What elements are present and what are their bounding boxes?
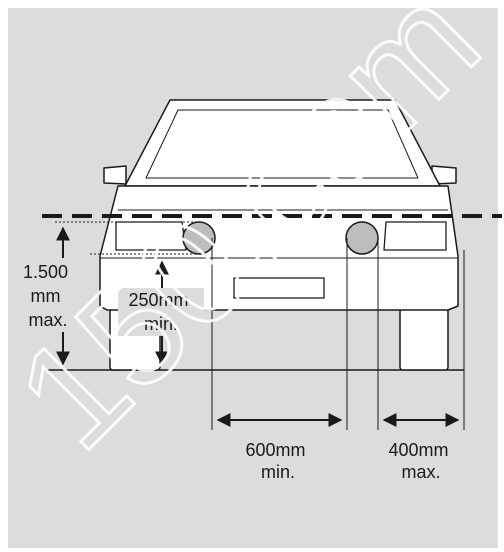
height-min-label-line1: 250mm (128, 290, 188, 310)
left-mirror (103, 165, 127, 185)
height-max-label-line1: 1.500 (23, 262, 68, 282)
side-max-label-line1: 400mm (388, 440, 448, 460)
car-body (99, 185, 459, 311)
height-min-label-bg (118, 288, 204, 336)
height-max-label-line3: max. (28, 310, 67, 330)
height-max-label: 1.500 mm max. (23, 262, 73, 330)
height-min-label: 250mm min. (128, 290, 193, 334)
side-max-label: 400mm max. (388, 440, 453, 482)
gap-min-label: 600mm min. (245, 440, 310, 482)
gap-min-label-line1: 600mm (245, 440, 305, 460)
height-min-label-line2: min. (144, 314, 178, 334)
windshield (145, 109, 419, 179)
height-max-label-bg (28, 258, 98, 332)
side-max-label-line2: max. (401, 462, 440, 482)
license-plate (233, 277, 325, 299)
car-front-view (99, 99, 459, 371)
height-max-label-line2: mm (30, 286, 60, 306)
gap-min-label-line2: min. (261, 462, 295, 482)
right-headlight (383, 221, 447, 251)
